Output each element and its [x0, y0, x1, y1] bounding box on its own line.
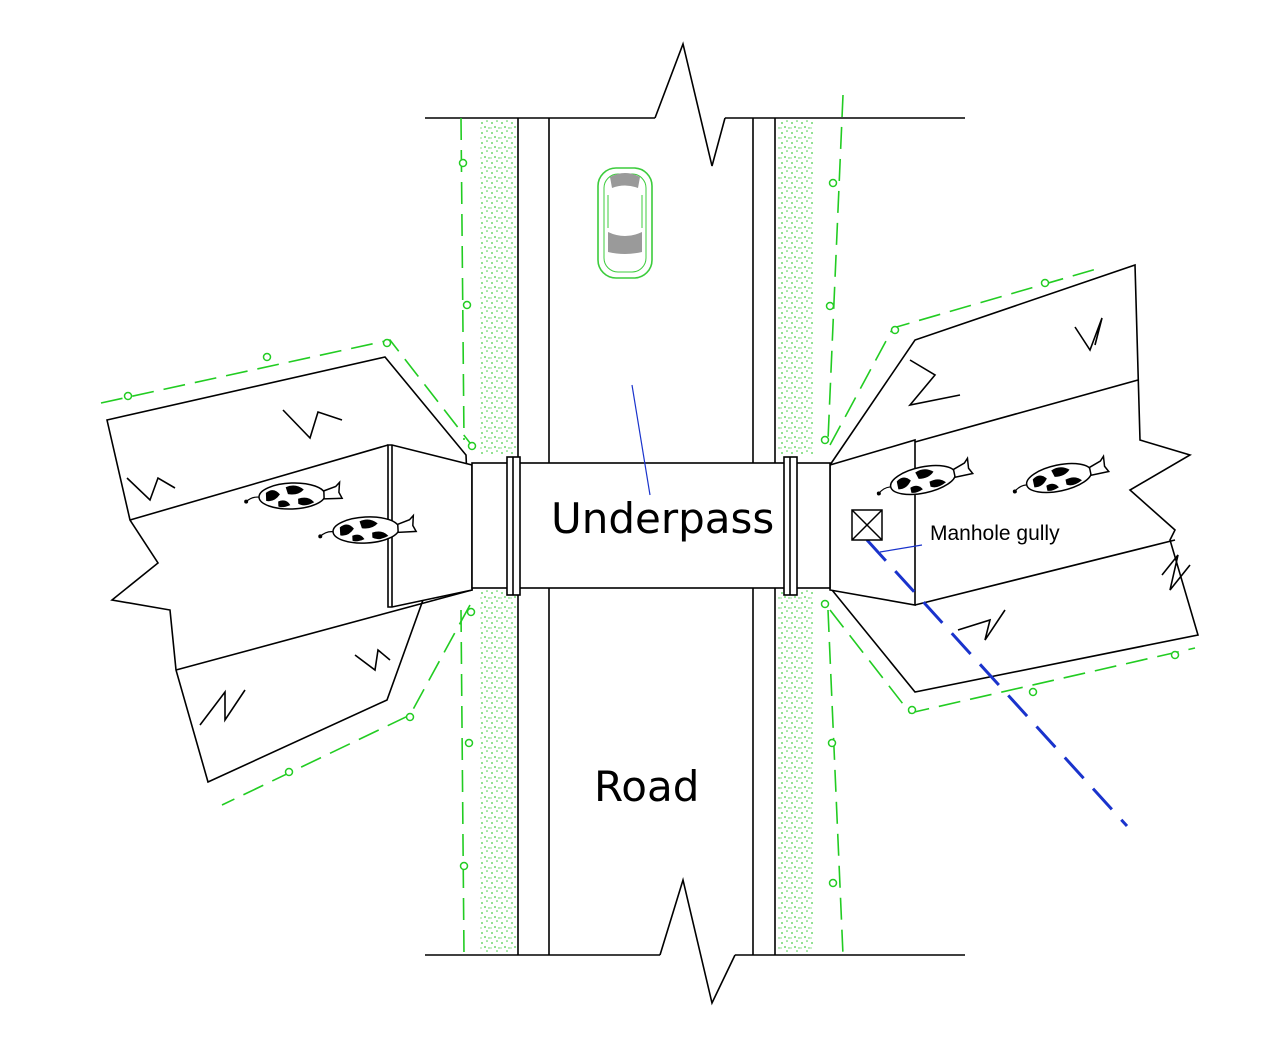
right-field [829, 263, 1200, 693]
road-label: Road [594, 762, 699, 811]
break-line-icon [659, 876, 736, 1006]
hedge-icon [480, 120, 814, 952]
fence-posts [123, 158, 1180, 888]
manhole-leader [879, 544, 923, 553]
left-field [106, 356, 473, 784]
drain-line [631, 384, 651, 496]
car-icon [597, 167, 653, 279]
underpass-label: Underpass [551, 494, 774, 543]
manhole-gully-icon [851, 509, 883, 541]
drain-pipe [865, 538, 1129, 828]
break-line-icon [654, 41, 726, 167]
left-wing-walls [387, 444, 473, 608]
underpass-structure [471, 456, 831, 596]
manhole-gully-label: Manhole gully [930, 522, 1060, 545]
